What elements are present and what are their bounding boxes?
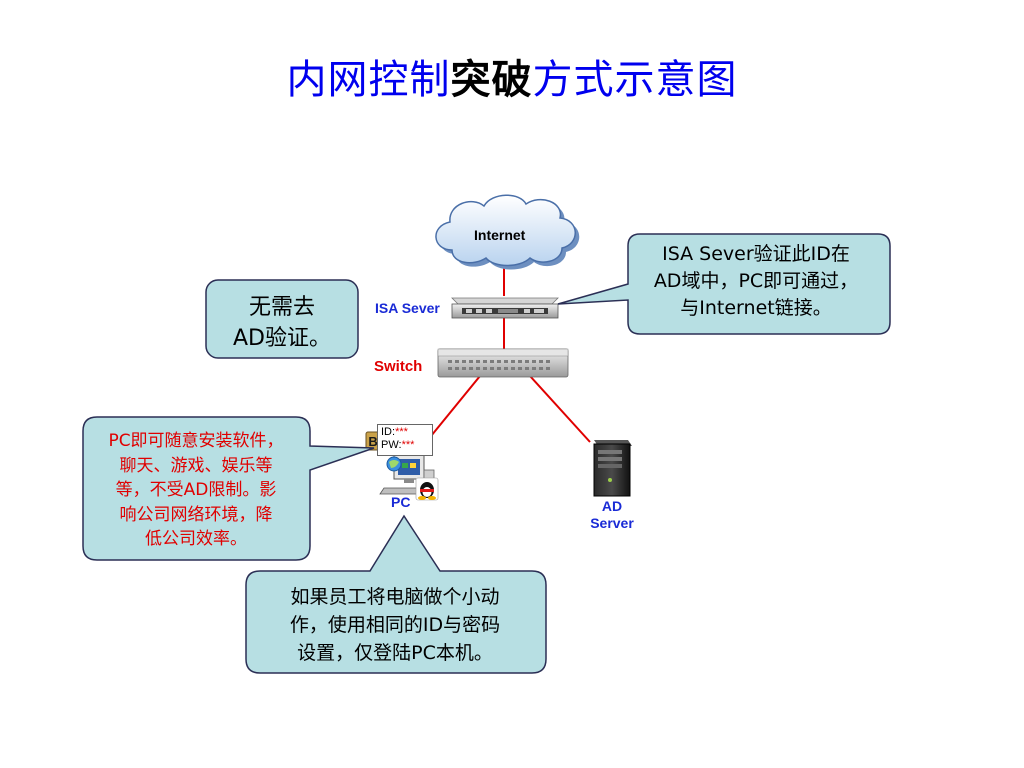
credentials-id-row: ID:*** <box>381 426 429 439</box>
pc-note-line-5: 低公司效率。 <box>145 529 247 549</box>
internet-label: Internet <box>474 227 526 243</box>
title-part-2: 突破 <box>450 56 533 103</box>
page-title: 内网控制突破方式示意图 <box>0 52 1024 108</box>
callout-isa-note <box>557 233 891 335</box>
pc-icon <box>379 454 435 495</box>
isa-server-label: ISA Sever <box>375 300 440 316</box>
title-part-3: 方式示意图 <box>532 57 738 103</box>
credentials-pw-value: *** <box>401 439 415 451</box>
pc-note-line-1: PC即可随意安装软件， <box>108 431 284 451</box>
callout-ad-note <box>205 279 359 359</box>
employee-note-text: 如果员工将电脑做个小动 作，使用相同的ID与密码 设置，仅登陆PC本机。 <box>250 583 540 667</box>
callout-employee-note <box>245 514 547 674</box>
employee-note-line-2: 作，使用相同的ID与密码 <box>289 614 501 636</box>
ad-server-label-line-1: AD <box>601 498 623 514</box>
ad-server-label-line-2: Server <box>590 515 634 531</box>
isa-note-line-3: 与Internet链接。 <box>680 297 832 319</box>
employee-note-line-1: 如果员工将电脑做个小动 <box>290 586 500 608</box>
isa-note-text: ISA Sever验证此ID在 AD域中，PC即可通过， 与Internet链接… <box>628 241 884 322</box>
switch-label: Switch <box>374 358 423 375</box>
credentials-box: ID:*** PW:*** <box>377 424 433 456</box>
credentials-pw-key: PW: <box>381 439 402 451</box>
credentials-pw-row: PW:*** <box>381 439 429 452</box>
callout-pc-note <box>82 416 375 561</box>
pc-note-line-2: 聊天、游戏、娱乐等 <box>119 455 273 476</box>
credentials-id-key: ID: <box>381 426 396 438</box>
ad-note-text: 无需去 AD验证。 <box>208 292 356 354</box>
switch-icon <box>437 348 569 378</box>
isa-note-line-2: AD域中，PC即可通过， <box>653 270 859 292</box>
link-switch-ad <box>529 375 591 443</box>
ad-server-icon <box>593 440 632 497</box>
isa-note-line-1: ISA Sever验证此ID在 <box>662 243 850 265</box>
title-part-1: 内网控制 <box>286 57 451 103</box>
isa-server-icon <box>451 297 559 319</box>
pc-note-text: PC即可随意安装软件， 聊天、游戏、娱乐等 等，不受AD限制。影 响公司网络环境… <box>88 429 304 552</box>
employee-note-line-3: 设置，仅登陆PC本机。 <box>297 642 493 664</box>
ad-note-line-2: AD验证。 <box>233 326 331 351</box>
pc-note-line-4: 响公司网络环境，降 <box>119 504 273 525</box>
internet-cloud-icon <box>435 194 580 270</box>
qq-penguin-icon <box>415 477 439 501</box>
ad-note-line-1: 无需去 <box>248 295 315 320</box>
credentials-id-value: *** <box>395 426 408 438</box>
pc-note-line-3: 等，不受AD限制。影 <box>115 480 277 500</box>
pc-label: PC <box>391 494 411 510</box>
ad-server-label: AD Server <box>582 498 642 532</box>
